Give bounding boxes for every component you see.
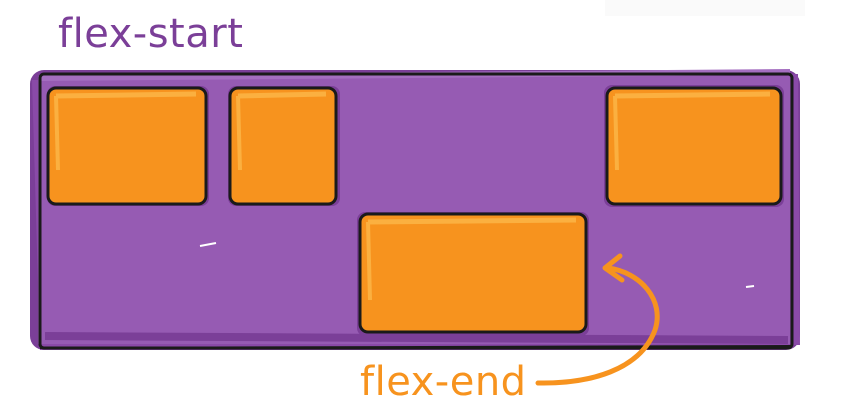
flex-start-label: flex-start	[58, 11, 244, 57]
flex-item-2	[228, 86, 340, 206]
flex-end-label: flex-end	[360, 359, 527, 405]
faint-background-block	[605, 0, 805, 16]
flex-item-4	[604, 85, 784, 207]
curved-arrow-icon	[535, 253, 660, 386]
flex-item-1	[46, 86, 209, 206]
flex-item-3	[357, 212, 589, 336]
